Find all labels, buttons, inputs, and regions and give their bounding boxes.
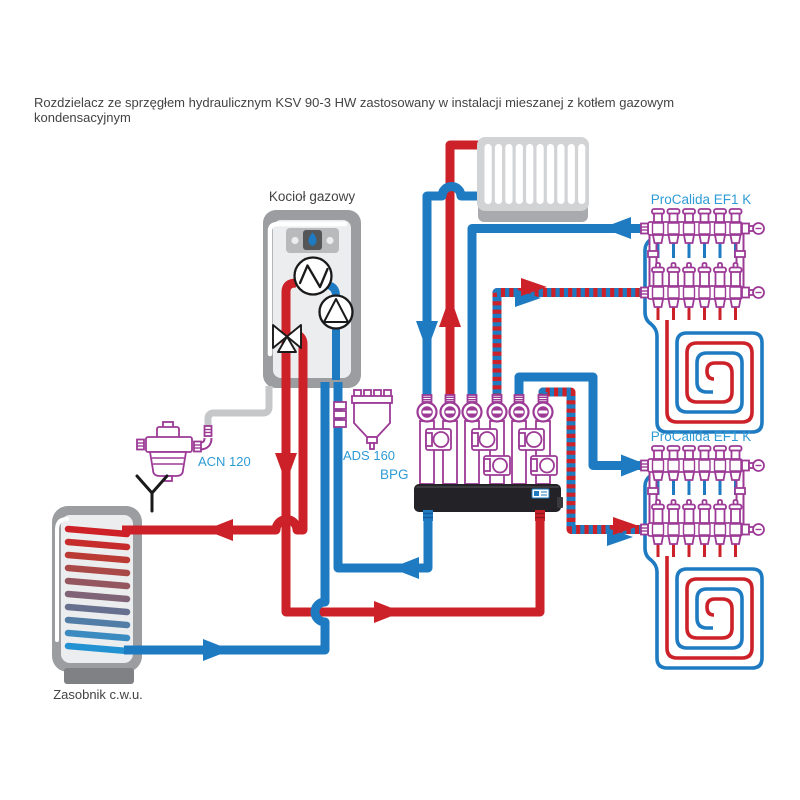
dhw-tank bbox=[52, 506, 142, 684]
procalida-manifold-1 bbox=[640, 208, 765, 320]
drain-symbol bbox=[135, 474, 169, 513]
flow-arrows bbox=[203, 217, 649, 661]
pump-group-2 bbox=[471, 428, 511, 476]
separator-logo bbox=[531, 488, 550, 499]
diagram-title: Rozdzielacz ze sprzęgłem hydraulicznym K… bbox=[34, 95, 675, 125]
tank-heat-coil bbox=[64, 525, 131, 655]
condensate-pipe bbox=[204, 386, 273, 426]
ads-label: ADS 160 bbox=[343, 448, 396, 463]
procalida-manifold-2 bbox=[640, 445, 765, 557]
manifold-2-label: ProCalida EF1 K bbox=[650, 429, 752, 444]
pump-symbol bbox=[318, 294, 354, 330]
heat-exchanger-symbol bbox=[293, 256, 333, 296]
three-way-valve-symbol bbox=[272, 324, 302, 353]
pump-group-3 bbox=[518, 428, 558, 476]
boiler-label: Kocioł gazowy bbox=[268, 189, 356, 204]
hydraulic-separator-ksv bbox=[414, 484, 563, 521]
air-separator-ads bbox=[333, 389, 393, 450]
acn-label: ACN 120 bbox=[198, 454, 251, 469]
condensate-neutralizer-acn bbox=[135, 421, 213, 513]
pump-group-1 bbox=[425, 428, 452, 451]
flame-icon bbox=[308, 232, 317, 246]
floor-coil-1 bbox=[643, 238, 764, 434]
floor-coil-2 bbox=[643, 474, 764, 670]
bpg-label: BPG bbox=[380, 467, 409, 482]
bpg-distributor bbox=[414, 394, 563, 521]
tank-label: Zasobnik c.w.u. bbox=[53, 687, 143, 702]
gas-boiler-panel bbox=[272, 228, 354, 353]
manifold-1-label: ProCalida EF1 K bbox=[650, 192, 752, 207]
radiator bbox=[477, 137, 589, 222]
